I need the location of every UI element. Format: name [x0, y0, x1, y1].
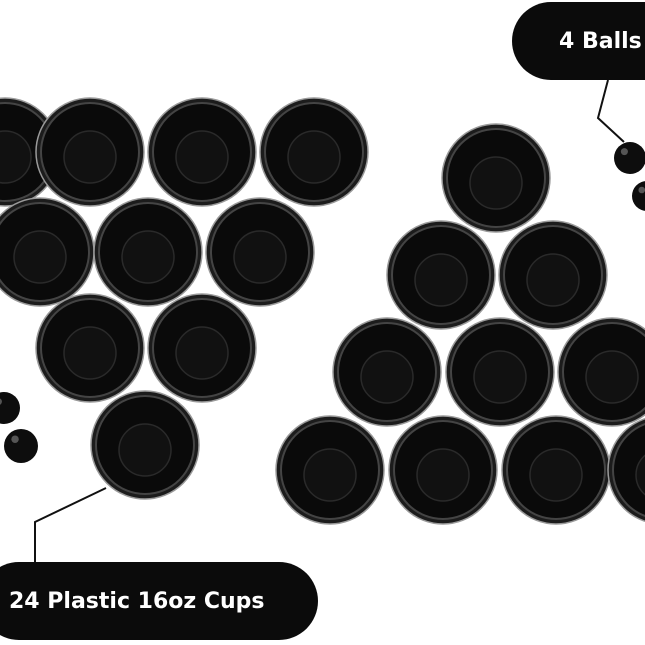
cup: [445, 317, 555, 427]
cup-interior: [612, 422, 645, 518]
cup-bottom: [63, 326, 117, 380]
cup: [441, 123, 551, 233]
ball: [614, 142, 645, 174]
cup-bottom: [233, 230, 287, 284]
cups-label: 24 Plastic 16oz Cups: [0, 562, 318, 640]
cup: [498, 220, 608, 330]
cup: [35, 293, 145, 403]
ball-body: [0, 392, 20, 424]
cup-bottom: [118, 423, 172, 477]
cup-bottom: [469, 156, 523, 210]
cup: [205, 197, 315, 307]
cup: [501, 415, 611, 525]
cup-bottom: [121, 230, 175, 284]
cup-bottom: [473, 350, 527, 404]
ball-highlight: [620, 148, 628, 156]
ball: [632, 181, 645, 211]
cup-bottom: [529, 448, 583, 502]
cup: [275, 415, 385, 525]
ball: [0, 392, 20, 424]
balls-leader-line: [596, 79, 625, 143]
cup-bottom: [303, 448, 357, 502]
cups-label-text: 24 Plastic 16oz Cups: [9, 588, 265, 614]
cup: [147, 293, 257, 403]
cups-leader-line: [34, 487, 107, 562]
cup: [557, 317, 645, 427]
cup-bottom: [175, 130, 229, 184]
cup: [0, 197, 95, 307]
cup: [332, 317, 442, 427]
cup: [90, 390, 200, 500]
cup: [93, 197, 203, 307]
ball-body: [614, 142, 645, 174]
ball-highlight: [0, 398, 2, 405]
cup: [259, 97, 369, 207]
ball-highlight: [11, 435, 19, 443]
cup-bottom: [63, 130, 117, 184]
cup-bottom: [13, 230, 67, 284]
cup-bottom: [416, 448, 470, 502]
balls-label: 4 Balls: [512, 2, 645, 80]
cup-bottom: [287, 130, 341, 184]
cup-bottom: [175, 326, 229, 380]
cup-bottom: [635, 454, 645, 496]
ball-highlight: [638, 186, 645, 194]
ball-body: [632, 181, 645, 211]
cup: [607, 417, 645, 523]
ball-body: [4, 429, 38, 463]
ball: [4, 429, 38, 463]
cup: [386, 220, 496, 330]
cup-bottom: [0, 130, 32, 184]
cup: [388, 415, 498, 525]
cup-bottom: [585, 350, 639, 404]
cup: [35, 97, 145, 207]
cup-bottom: [414, 253, 468, 307]
cup-bottom: [526, 253, 580, 307]
cup: [147, 97, 257, 207]
balls-label-text: 4 Balls: [559, 28, 642, 54]
cup-bottom: [360, 350, 414, 404]
